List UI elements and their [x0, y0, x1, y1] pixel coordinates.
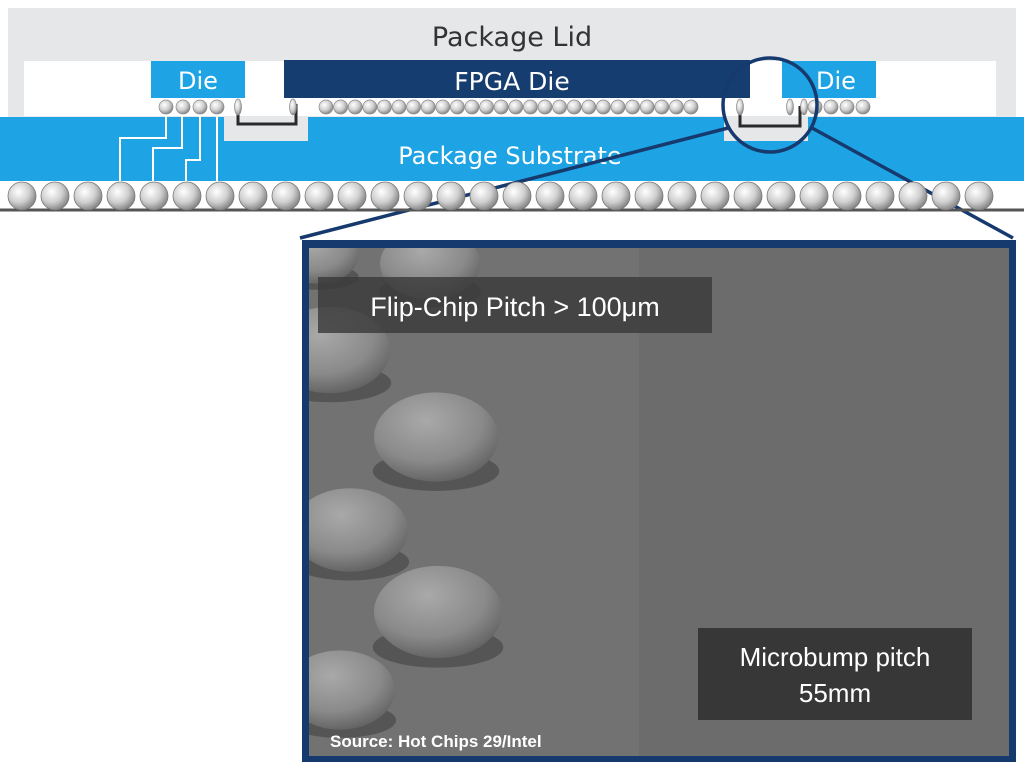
flip-chip-bump — [374, 565, 502, 659]
bga-solder-ball-row — [7, 181, 994, 211]
microbump — [479, 99, 494, 115]
fpga-die — [284, 60, 750, 98]
bga-ball — [898, 181, 928, 211]
microbump — [596, 99, 611, 115]
microbump — [347, 99, 363, 115]
flip-chip-label-box — [318, 277, 712, 333]
bga-ball — [403, 181, 433, 211]
bga-ball — [172, 181, 202, 211]
bridge-right — [738, 106, 802, 128]
bridge-pillar — [289, 98, 297, 116]
package-lid-label: Package Lid — [432, 22, 592, 53]
microbump — [493, 99, 509, 115]
microbump-row — [158, 98, 871, 116]
flip-chip-bump — [309, 248, 358, 284]
microbump — [581, 99, 597, 115]
microbump — [654, 99, 670, 115]
flip-chip-pitch-label: Flip-Chip Pitch > 100μm — [370, 292, 659, 322]
microbump — [566, 99, 582, 115]
microbump — [537, 99, 553, 115]
microbump — [391, 99, 407, 115]
bridge-pillar — [786, 98, 794, 116]
microbump — [333, 99, 348, 115]
bga-ball — [7, 181, 37, 211]
bga-ball — [106, 181, 136, 211]
bga-ball — [601, 181, 631, 211]
bridge-pillar — [800, 98, 808, 116]
bga-ball — [733, 181, 763, 211]
microbump — [639, 99, 655, 115]
bga-ball — [568, 181, 598, 211]
microbump — [420, 99, 436, 115]
microbump-label-box — [698, 628, 972, 720]
bga-ball — [964, 181, 994, 211]
microbump — [318, 99, 334, 115]
bga-ball — [271, 181, 301, 211]
bga-ball — [931, 181, 961, 211]
bga-ball — [73, 181, 103, 211]
microbump — [406, 99, 421, 115]
bga-ball — [304, 181, 334, 211]
bga-ball — [865, 181, 895, 211]
microbump — [158, 99, 174, 115]
bridge-pillar — [234, 98, 242, 116]
microbump — [669, 99, 684, 115]
bga-ball — [502, 181, 532, 211]
microbump — [610, 99, 626, 115]
flip-chip-bump — [309, 650, 395, 730]
microbump — [552, 99, 567, 115]
bga-ball — [634, 181, 664, 211]
microbump-pitch-label-line1: Microbump pitch — [740, 642, 931, 672]
microbump — [175, 99, 191, 115]
microbump — [377, 99, 392, 115]
microbump — [839, 99, 855, 115]
bga-ball — [469, 181, 499, 211]
microbump — [464, 99, 480, 115]
magnifier-circle — [721, 56, 819, 154]
bga-ball — [40, 181, 70, 211]
bga-ball — [205, 181, 235, 211]
microbump — [209, 99, 225, 115]
right-die-label: Die — [816, 67, 856, 95]
flip-chip-bump — [309, 488, 408, 572]
bga-ball — [436, 181, 466, 211]
microbump — [523, 99, 538, 115]
bga-ball — [370, 181, 400, 211]
microbump — [625, 99, 640, 115]
microbump — [435, 99, 451, 115]
microbump — [192, 99, 208, 115]
bga-ball — [337, 181, 367, 211]
bga-ball — [799, 181, 829, 211]
bga-ball — [139, 181, 169, 211]
microbump — [508, 99, 524, 115]
microbump-pitch-label-line2: 55mm — [799, 678, 871, 708]
bga-ball — [766, 181, 796, 211]
bga-ball — [667, 181, 697, 211]
left-die-label: Die — [178, 67, 218, 95]
bga-ball — [535, 181, 565, 211]
routing-traces — [119, 115, 218, 188]
source-label: Source: Hot Chips 29/Intel — [330, 732, 542, 751]
microbump — [823, 99, 839, 115]
bga-ball — [700, 181, 730, 211]
microbump — [683, 99, 699, 115]
fpga-die-label: FPGA Die — [454, 67, 569, 96]
bridge-pillar — [736, 98, 744, 116]
microbump — [855, 99, 871, 115]
left-die — [151, 61, 245, 98]
microbump — [362, 99, 378, 115]
microbump — [450, 99, 465, 115]
bga-ball — [238, 181, 268, 211]
flip-chip-bump — [374, 392, 498, 482]
package-substrate-label: Package Substrate — [398, 142, 621, 170]
bga-ball — [832, 181, 862, 211]
